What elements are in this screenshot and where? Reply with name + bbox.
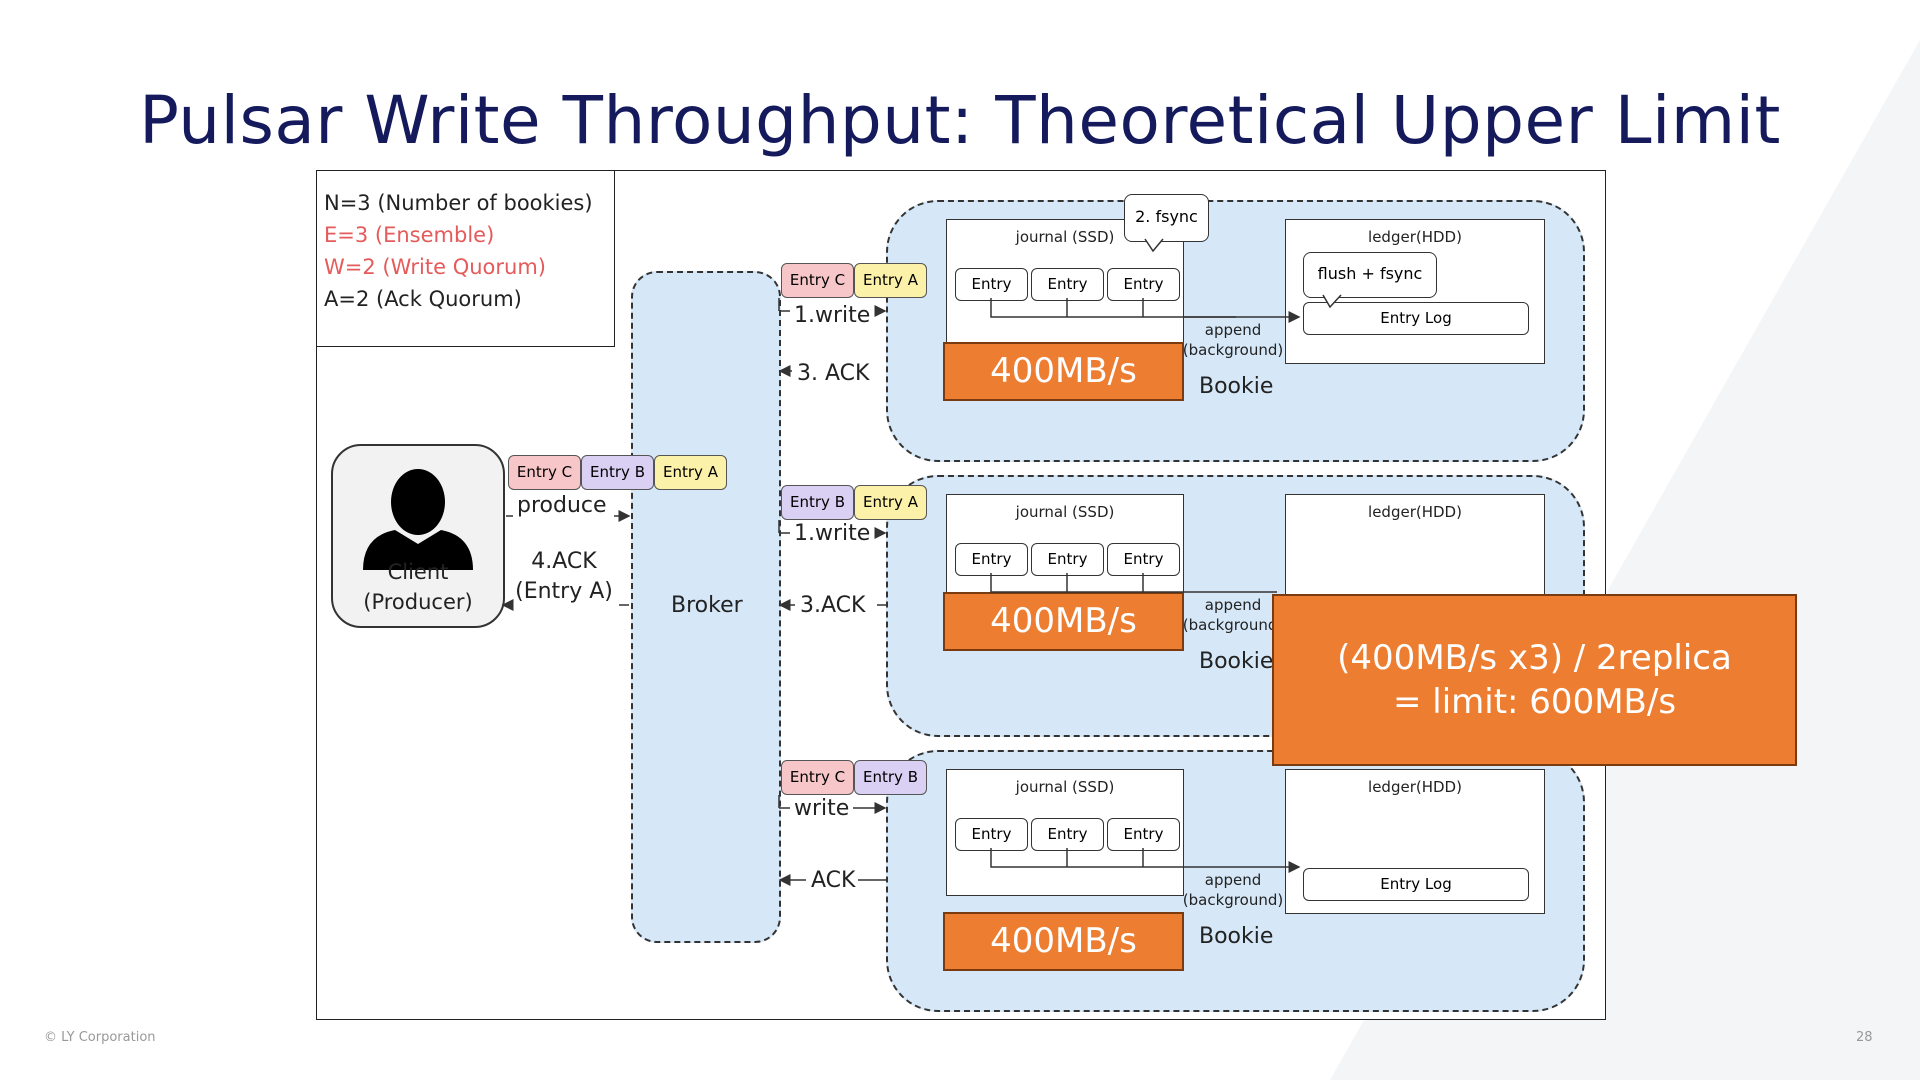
bookie-2-name: Bookie (1199, 649, 1274, 674)
client-ack-sublabel: (Entry A) (515, 579, 613, 604)
broker-label: Broker (671, 593, 743, 618)
client-box: Client (Producer) (331, 444, 505, 628)
bookie-1-ledger-title: ledger(HDD) (1368, 228, 1462, 246)
bookie-2-write-label: 1.write (794, 521, 871, 546)
bookie-3-ledger-title: ledger(HDD) (1368, 778, 1462, 796)
bookie-1-name: Bookie (1199, 374, 1274, 399)
bookie-1-append-label: append (1204, 321, 1262, 339)
bookie-3-entry-log: Entry Log (1303, 868, 1529, 901)
bookie-3-append-label: append (1204, 871, 1262, 889)
bookie-3-journal-entry: Entry (1031, 818, 1104, 851)
copyright: © LY Corporation (44, 1030, 156, 1045)
bookie-3-ledger: ledger(HDD) Entry Log (1285, 769, 1545, 914)
bookie-1-journal-title: journal (SSD) (1015, 228, 1115, 246)
bookie-3-write-label: write (794, 796, 850, 821)
throughput-limit-callout: (400MB/s x3) / 2replica = limit: 600MB/s (1272, 594, 1797, 766)
bookie-2-journal-entry: Entry (955, 543, 1028, 576)
bookie-2-journal-title: journal (SSD) (1015, 503, 1115, 521)
client-label: Client (387, 560, 449, 584)
bookie-3-chip-1: Entry C (781, 760, 854, 795)
client-sublabel: (Producer) (363, 590, 473, 614)
legend-w: W=2 (Write Quorum) (324, 255, 546, 279)
bookie-1-append-sublabel: (background) (1182, 341, 1284, 359)
bookie-1-ack-label: 3. ACK (797, 361, 870, 386)
bookie-1-fsync-bubble: 2. fsync (1124, 194, 1209, 242)
bookie-3-append-sublabel: (background) (1182, 891, 1284, 909)
bookie-3-ack-label: ACK (811, 868, 856, 893)
bookie-2-ledger-title: ledger(HDD) (1368, 503, 1462, 521)
bookie-3-journal-title: journal (SSD) (1015, 778, 1115, 796)
legend-e: E=3 (Ensemble) (324, 223, 495, 247)
bookie-3-journal: journal (SSD) Entry Entry Entry (946, 769, 1184, 896)
produce-label: produce (517, 493, 607, 518)
bookie-1-ledger: ledger(HDD) flush + fsync Entry Log (1285, 219, 1545, 364)
bookie-1-chip-2: Entry A (854, 263, 927, 298)
bookie-1-journal-entry: Entry (1031, 268, 1104, 301)
diagram-frame: N=3 (Number of bookies) E=3 (Ensemble) W… (316, 170, 1606, 1020)
bookie-2-journal-entry: Entry (1031, 543, 1104, 576)
bookie-3-journal-entry: Entry (955, 818, 1028, 851)
bookie-1-write-label: 1.write (794, 303, 871, 328)
page-title: Pulsar Write Throughput: Theoretical Upp… (139, 82, 1781, 159)
bookie-2-chip-2: Entry A (854, 485, 927, 520)
legend-box: N=3 (Number of bookies) E=3 (Ensemble) W… (317, 171, 615, 347)
bookie-2-rate: 400MB/s (943, 592, 1184, 651)
bookie-3-rate: 400MB/s (943, 912, 1184, 971)
bookie-1-rate: 400MB/s (943, 342, 1184, 401)
bookie-3-name: Bookie (1199, 924, 1274, 949)
bookie-1-chip-1: Entry C (781, 263, 854, 298)
page-number: 28 (1856, 1030, 1873, 1045)
bookie-2-append-sublabel: (background) (1182, 616, 1284, 634)
legend-n: N=3 (Number of bookies) (324, 191, 593, 215)
legend-a: A=2 (Ack Quorum) (324, 287, 522, 311)
callout-result: = limit: 600MB/s (1392, 682, 1677, 722)
client-ack-label: 4.ACK (531, 549, 597, 574)
bookie-2-append-label: append (1204, 596, 1262, 614)
bookie-2-chip-1: Entry B (781, 485, 854, 520)
bookie-3-chip-2: Entry B (854, 760, 927, 795)
connector-lines (501, 238, 1342, 886)
bookie-1-entry-log: Entry Log (1303, 302, 1529, 335)
bookie-1-flush-bubble: flush + fsync (1303, 252, 1437, 298)
bookie-2-ack-label: 3.ACK (800, 593, 866, 618)
client-chip-entry-a: Entry A (654, 455, 727, 490)
person-icon (363, 469, 473, 570)
bookie-1-journal-entry: Entry (955, 268, 1028, 301)
client-chip-entry-b: Entry B (581, 455, 654, 490)
client-chip-entry-c: Entry C (508, 455, 581, 490)
callout-formula: (400MB/s x3) / 2replica (1337, 638, 1732, 678)
